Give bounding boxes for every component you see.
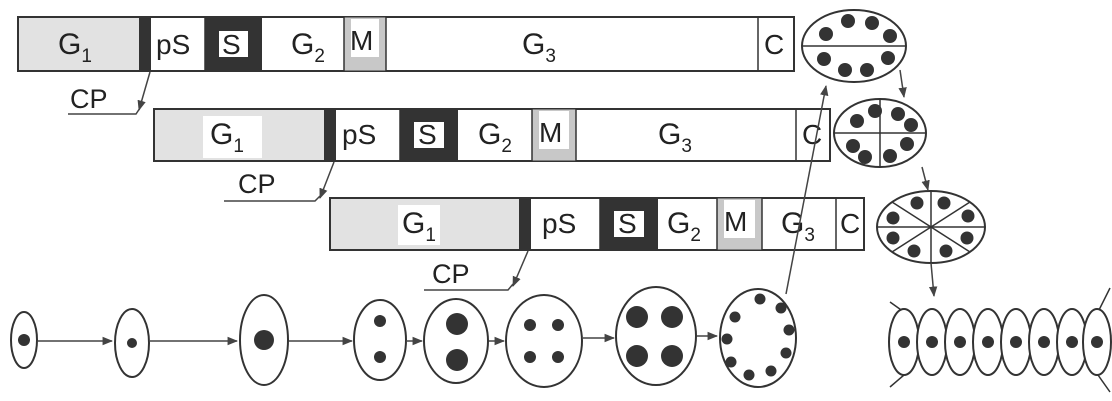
phase-label-g2: G2 [291, 28, 325, 67]
phase-label-s: S [618, 208, 637, 239]
phase-label-g1: G1 [58, 28, 92, 67]
checkpoint-block [324, 109, 336, 161]
phase-label-g2: G2 [478, 118, 512, 157]
phase-label-ps: pS [342, 119, 376, 150]
progression-arrows [38, 84, 829, 346]
checkpoint-label: CP [70, 84, 108, 114]
cycle-bar-1 [17, 16, 795, 112]
cycle-bar-2 [153, 108, 831, 199]
checkpoint-leader-line [424, 283, 514, 291]
phase-label-c: C [840, 208, 860, 239]
cell-row-nuclei [898, 336, 1103, 348]
division-sequence [10, 286, 797, 388]
nuclei [18, 293, 795, 381]
cell-stage-7 [615, 286, 697, 386]
phase-label-g3: G3 [658, 118, 692, 157]
phase-label-m: M [539, 117, 562, 148]
cell-stage-4 [353, 299, 407, 381]
cell-stage-6 [505, 294, 583, 388]
phase-label-c: C [764, 29, 784, 60]
checkpoint-leader-line [68, 107, 141, 115]
phase-g1-block [19, 18, 139, 70]
phase-label-m: M [724, 206, 747, 237]
phase-label-s: S [222, 29, 241, 60]
checkpoint-label: CP [432, 259, 470, 289]
phase-label-g3: G3 [522, 28, 556, 67]
phase-label-ps: pS [156, 29, 190, 60]
phase-label-g2: G2 [667, 207, 701, 246]
checkpoint-block [519, 198, 531, 250]
checkpoint-block [139, 17, 151, 71]
phase-label-g1: G1 [402, 207, 436, 246]
phase-label-ps: pS [542, 208, 576, 239]
phase-label-c: C [802, 119, 822, 150]
cell-stage-5 [423, 298, 489, 384]
cell-row [888, 287, 1112, 393]
checkpoint-label: CP [238, 169, 276, 199]
cellularization-nuclei [817, 14, 975, 258]
checkpoint-leader-line [224, 195, 321, 202]
cellularization-arrows [898, 69, 938, 298]
phase-label-g1: G1 [210, 118, 244, 157]
cycle-bar-3 [329, 197, 865, 287]
phase-label-m: M [350, 25, 373, 56]
phase-label-s: S [418, 119, 437, 150]
